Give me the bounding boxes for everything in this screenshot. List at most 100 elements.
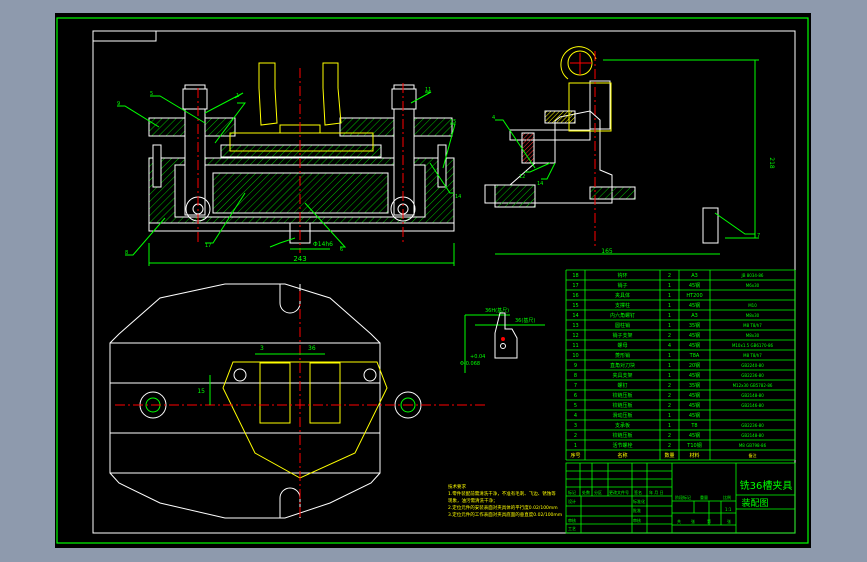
right-pin	[437, 144, 447, 188]
tb-sheet-unit1: 张	[691, 518, 695, 524]
tb-design: 设计	[568, 498, 576, 504]
bom-cell: 2	[668, 433, 671, 439]
bom-cell: 2	[668, 383, 671, 389]
bom-cell: 1	[668, 313, 671, 319]
bom-cell: HT200	[686, 293, 702, 299]
bom-cell: 1	[668, 373, 671, 379]
bom-cell: 1	[668, 413, 671, 419]
bom-cell: 螺母	[617, 342, 627, 349]
bom-cell: 2	[668, 393, 671, 399]
bom-header: 序号名称数量材料备注	[570, 452, 756, 459]
bom-cell: 45钢	[689, 412, 700, 419]
title-block: 铣36槽夹具 装配图 标记 处数 分区 更改文件号 签名 年 月 日 设计 标准…	[565, 462, 796, 534]
bom-cell: M8 T8/h7	[743, 323, 762, 328]
bom-cell: 45钢	[689, 392, 700, 399]
drawing-sheet: 243 Φ14h6 9 5 1 11 1	[55, 13, 811, 548]
balloon-front-17: 17	[205, 243, 211, 249]
bom-cell: 45钢	[689, 282, 700, 289]
side-hatched-block	[544, 110, 576, 124]
top-width-label: 36	[308, 345, 316, 352]
bom-cell: JB 8034-86	[741, 273, 764, 278]
bom-cell: 3	[574, 423, 577, 429]
bom-cell: 35钢	[689, 382, 700, 389]
bom-cell: 1	[668, 353, 671, 359]
bom-cell: 18	[572, 273, 578, 279]
bom-cell: 10	[572, 353, 578, 359]
bom-cell: 铰链压板	[612, 402, 632, 409]
bom-cell: 夹具体	[615, 292, 630, 299]
bom-cell: 2	[574, 433, 577, 439]
bom-cell: GB2240-80	[741, 363, 764, 368]
tb-scale-value: 1:1	[725, 507, 732, 512]
side-screw	[702, 207, 719, 244]
bom-cell: 14	[572, 313, 578, 319]
bom-cell: 16	[572, 293, 578, 299]
bom-cell: 17	[572, 283, 578, 289]
bom-cell: 1	[668, 423, 671, 429]
bom-cell: M12x30 GB5782-86	[733, 383, 773, 388]
bom-cell: 销子支架	[612, 332, 632, 339]
bom-cell: T8	[690, 423, 697, 429]
bom-cell: M10	[748, 303, 757, 308]
balloon-front-11: 11	[425, 87, 431, 93]
bom-cell: 支撑柱	[615, 302, 630, 309]
detail-top-label: 36H(基尺)	[485, 307, 509, 314]
tb-label-mark: 标记	[568, 489, 576, 495]
workpiece-side	[560, 46, 597, 80]
bom-cell: 45钢	[689, 302, 700, 309]
bom-cell: 4	[574, 413, 577, 419]
left-pin	[152, 144, 162, 188]
drawing-subtitle: 装配图	[741, 497, 768, 509]
balloon-front-1: 1	[236, 93, 239, 99]
tb-review: 审核	[568, 517, 576, 523]
tb-sheet-no: 第	[707, 518, 711, 524]
bom-cell: 20钢	[689, 362, 700, 369]
bom-cell: 15	[572, 303, 578, 309]
tb-weight: 重量	[700, 494, 708, 500]
bom-cell: 钩环	[617, 272, 627, 279]
bom-header-cell: 材料	[689, 452, 699, 459]
bom-cell: 1	[668, 323, 671, 329]
tb-sheet-total: 共	[677, 518, 681, 524]
bom-cell: 45钢	[689, 372, 700, 379]
balloon-front-15: 15	[450, 119, 456, 125]
bom-header-cell: 序号	[570, 452, 580, 459]
top-view: 3 36 15	[109, 283, 485, 519]
bom-cell: 2	[668, 403, 671, 409]
tb-stage: 阶段标记	[675, 494, 691, 500]
workpiece-left-arm	[258, 62, 278, 126]
bom-cell: 螺钉	[617, 382, 627, 389]
balloon-front-6: 6	[340, 247, 343, 253]
tb-standard: 标准化	[633, 498, 645, 504]
bom-cell: 菱形销	[615, 352, 630, 359]
bom-row: 3 支承板 1 T8 GB2236-80	[574, 422, 764, 429]
bom-cell: T10钢	[686, 442, 701, 449]
bom-cell: GB2236-80	[741, 423, 764, 428]
bom-cell: M10x1.5 GB6170-86	[732, 343, 774, 348]
front-view: 243 Φ14h6 9 5 1 11 1	[117, 62, 461, 266]
bom-header-cell: 数量	[664, 452, 674, 459]
left-bolt	[184, 84, 206, 216]
bom-cell: 7	[574, 383, 577, 389]
balloon-front-9: 9	[117, 101, 120, 107]
balloon-side-12: 12	[519, 174, 525, 180]
tech-req-title: 技术要求	[448, 483, 466, 490]
side-top-plate	[509, 129, 591, 141]
code-box	[92, 30, 157, 42]
bom-cell: 9	[574, 363, 577, 369]
bom-row: 7 螺钉 2 35钢 M12x30 GB5782-86	[574, 382, 773, 389]
side-pin	[521, 132, 535, 164]
bom-header-cell: 名称	[617, 452, 627, 459]
tech-req-line-4: 3.定位元件的工作表面对夹具底面的垂直度0.02/100mm	[448, 511, 562, 518]
tb-process: 工艺	[568, 526, 576, 531]
bom-cell: 45钢	[689, 342, 700, 349]
bom-cell: 支承板	[615, 422, 630, 429]
side-view: 165 218 4 12 14 7	[484, 46, 775, 255]
tb-label-zone: 分区	[594, 489, 602, 495]
bom-cell: A3	[691, 273, 698, 279]
